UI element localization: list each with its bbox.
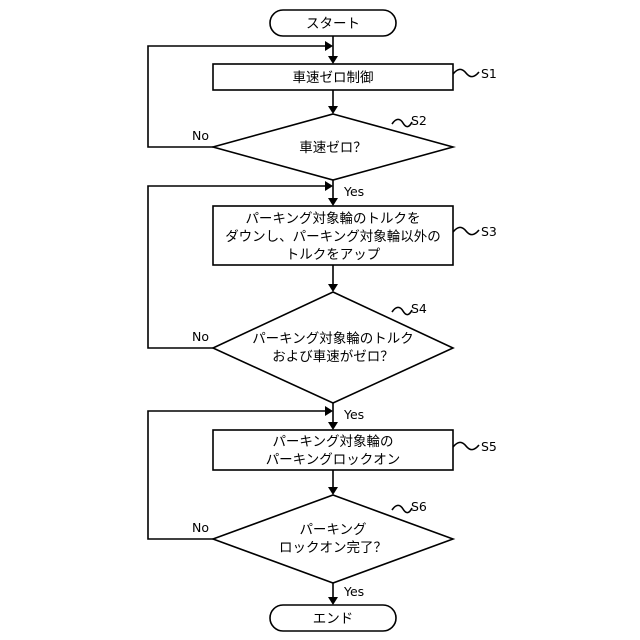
arrowhead (328, 198, 338, 206)
decision-label-s2: 車速ゼロ？ (299, 140, 367, 156)
arrowhead (328, 487, 338, 495)
start-label: スタート (306, 16, 360, 32)
step-id-s4: S4 (411, 301, 427, 316)
step-id-s3: S3 (481, 224, 497, 239)
leader-squiggle-s4 (392, 307, 412, 314)
leader-squiggle-s2 (392, 119, 412, 126)
branch-yes-label: Yes (343, 407, 364, 422)
leader-squiggle-s6 (392, 505, 412, 512)
arrowhead (325, 41, 333, 51)
decision-line-s4: および車速がゼロ？ (272, 349, 394, 365)
branch-no-label: No (192, 128, 209, 143)
decision-line-s4: パーキング対象輪のトルク (252, 330, 414, 347)
arrowhead (325, 406, 333, 416)
branch-yes-label: Yes (343, 184, 364, 199)
arrowhead (328, 597, 338, 605)
branch-no-label: No (192, 520, 209, 535)
leader-squiggle-s3 (453, 227, 479, 234)
end-label: エンド (313, 611, 354, 627)
step-id-s6: S6 (411, 499, 427, 514)
branch-no-label: No (192, 329, 209, 344)
leader-squiggle-s1 (453, 69, 479, 76)
arrowhead (328, 56, 338, 64)
arrowhead (325, 181, 333, 191)
process-line-s3: パーキング対象輪のトルクを (245, 210, 420, 227)
process-line-s3: トルクをアップ (286, 247, 381, 263)
step-id-s2: S2 (411, 113, 427, 128)
step-id-s1: S1 (481, 66, 497, 81)
leader-squiggle-s5 (453, 442, 479, 449)
process-label-s1: 車速ゼロ制御 (293, 70, 374, 86)
arrowhead (328, 106, 338, 114)
decision-line-s6: パーキング (299, 522, 366, 538)
branch-yes-label: Yes (343, 584, 364, 599)
process-line-s5: パーキングロックオン (266, 452, 401, 468)
process-line-s5: パーキング対象輪の (272, 433, 393, 450)
arrowhead (328, 422, 338, 430)
decision-line-s6: ロックオン完了？ (279, 540, 387, 556)
step-id-s5: S5 (481, 439, 497, 454)
arrowhead (328, 284, 338, 292)
process-line-s3: ダウンし、パーキング対象輪以外の (225, 228, 441, 245)
